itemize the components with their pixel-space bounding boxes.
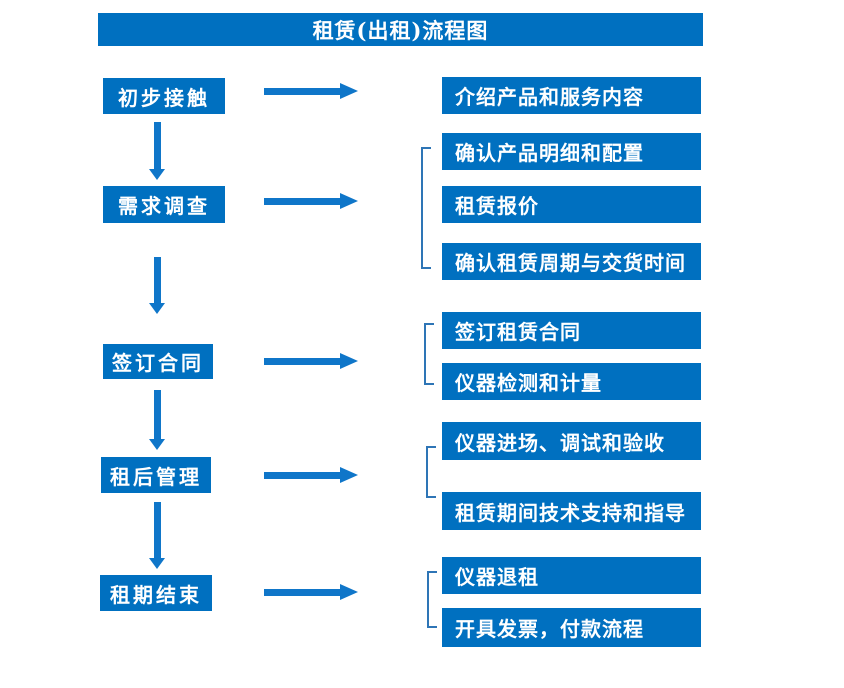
output-box-introduce-products: 介绍产品和服务内容	[442, 77, 701, 114]
stage-box-lease-end: 租期结束	[100, 575, 212, 611]
stage-box-post-rental-management: 租后管理	[101, 457, 211, 493]
down-arrow-icon	[149, 502, 165, 569]
down-arrow-icon	[149, 122, 165, 180]
output-box-instrument-return: 仪器退租	[442, 557, 701, 594]
group-bracket	[424, 323, 434, 385]
output-box-confirm-details: 确认产品明细和配置	[442, 133, 701, 170]
down-arrow-icon	[149, 390, 165, 450]
right-arrow-icon	[264, 353, 358, 369]
page-title: 租赁(出租)流程图	[98, 13, 703, 46]
output-box-invoice-payment: 开具发票，付款流程	[442, 608, 701, 647]
right-arrow-icon	[264, 584, 358, 600]
stage-box-sign-contract: 签订合同	[103, 344, 213, 379]
group-bracket	[426, 446, 436, 498]
output-box-confirm-period: 确认租赁周期与交货时间	[442, 243, 701, 280]
output-box-instrument-testing: 仪器检测和计量	[442, 363, 701, 400]
group-bracket	[421, 147, 431, 269]
stage-box-demand-survey: 需求调查	[103, 186, 225, 223]
stage-box-initial-contact: 初步接触	[103, 78, 225, 114]
right-arrow-icon	[264, 467, 358, 483]
down-arrow-icon	[149, 257, 165, 314]
group-bracket	[427, 571, 437, 628]
output-box-instrument-setup: 仪器进场、调试和验收	[442, 422, 701, 460]
output-box-sign-rental-contract: 签订租赁合同	[442, 312, 701, 349]
right-arrow-icon	[264, 193, 358, 209]
right-arrow-icon	[264, 83, 358, 99]
output-box-rental-quote: 租赁报价	[442, 186, 701, 223]
output-box-tech-support: 租赁期间技术支持和指导	[442, 492, 701, 530]
